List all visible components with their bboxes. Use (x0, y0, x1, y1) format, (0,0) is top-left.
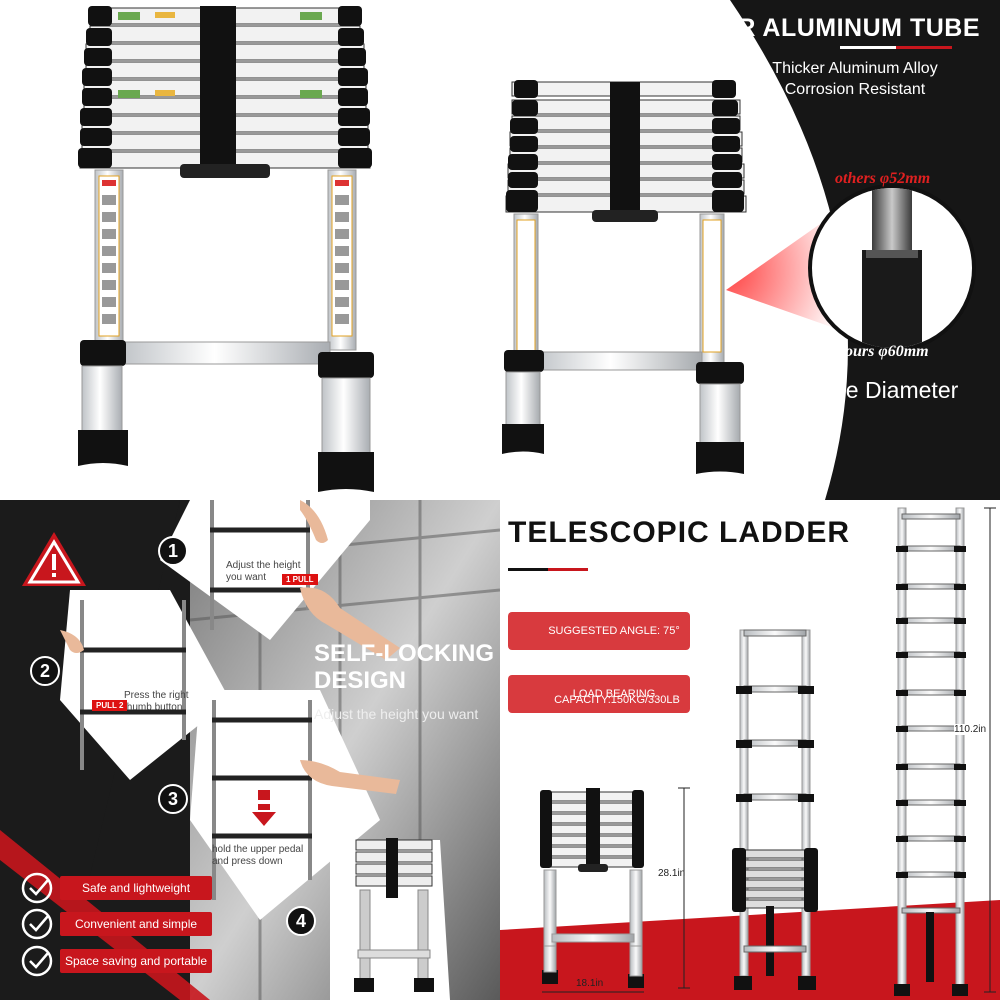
feature-badge-space-saving: Space saving and portable (60, 949, 212, 973)
thicker-tube-panel: THICKER ALUMINUM TUBE Thicker Aluminum A… (500, 0, 1000, 500)
telescopic-ladder-background (500, 507, 1000, 1000)
step-badge-4: 4 (286, 906, 316, 936)
step-badge-1: 1 (158, 536, 188, 566)
load-bearing-pill: LOAD BEARING (508, 675, 690, 713)
step2-pull-tag: PULL 2 (92, 700, 128, 711)
ladder-angle-icon (512, 618, 536, 646)
suggested-angle-pill: SUGGESTED ANGLE: 75° (508, 612, 690, 650)
check-icon (22, 909, 52, 939)
telescopic-ladder-panel: TELESCOPIC LADDER SUGGESTED ANGLE: 75° L… (500, 500, 1000, 1000)
collapsed-ladder-photo-panel (0, 0, 500, 500)
tube-section-subtitle: Thicker Aluminum Alloy Corrosion Resista… (740, 58, 970, 100)
collapsed-height-label: 28.1in (658, 868, 686, 879)
collapsed-ladder-illustration (78, 6, 374, 492)
subtitle-line-1: Thicker Aluminum Alloy (772, 60, 938, 77)
step3-hint-line-1: hold the upper pedal (212, 844, 304, 855)
ours-diameter-label: ours φ60mm (845, 343, 929, 360)
extended-height-label: 110.2in (954, 724, 987, 735)
check-icon (22, 873, 52, 903)
load-bearing-line-2: CAPACITY:150KG/330LB (554, 694, 680, 706)
step1-hint-line-2: you want (226, 572, 267, 583)
step3-hint: hold the upper pedal and press down (212, 844, 303, 868)
step1-hint: Adjust the height you want (226, 560, 301, 584)
check-icon (22, 946, 52, 976)
step-badge-3: 3 (158, 784, 188, 814)
self-locking-panel: 1 2 3 4 Adjust the height you want 1 PUL… (0, 500, 500, 1000)
weight-icon (516, 670, 546, 700)
step2-hint-line-2: thumb button (124, 702, 183, 713)
step-badge-2: 2 (30, 656, 60, 686)
self-locking-title: SELF-LOCKING DESIGN (314, 640, 494, 694)
thicker-tube-background (502, 0, 1000, 500)
suggested-angle-text: SUGGESTED ANGLE: 75° (548, 625, 680, 637)
tube-section-title: THICKER ALUMINUM TUBE (641, 14, 980, 42)
step3-hint-line-2: and press down (212, 856, 283, 867)
telescopic-ladder-title: TELESCOPIC LADDER (508, 516, 851, 549)
step2-hint: Press the right thumb button (124, 690, 188, 714)
self-locking-title-line-1: SELF-LOCKING (314, 640, 494, 667)
self-locking-subtitle: Adjust the height you want (314, 706, 479, 722)
tube-diameter-label: Tube Diameter (807, 377, 959, 403)
self-locking-title-line-2: DESIGN (314, 667, 407, 694)
load-bearing-line-1: LOAD BEARING (572, 688, 656, 700)
step1-hint-line-1: Adjust the height (226, 560, 301, 571)
feature-badge-safe: Safe and lightweight (60, 876, 212, 900)
feature-badge-convenient: Convenient and simple (60, 912, 212, 936)
warning-icon (22, 530, 88, 588)
step1-pull-tag: 1 PULL (282, 574, 318, 585)
load-bearing-text: LOAD BEARING (544, 675, 684, 713)
others-diameter-label: others φ52mm (835, 170, 931, 187)
step2-hint-line-1: Press the right (124, 690, 189, 701)
subtitle-line-2: Corrosion Resistant (784, 81, 926, 98)
width-label: 18.1in (576, 978, 604, 989)
